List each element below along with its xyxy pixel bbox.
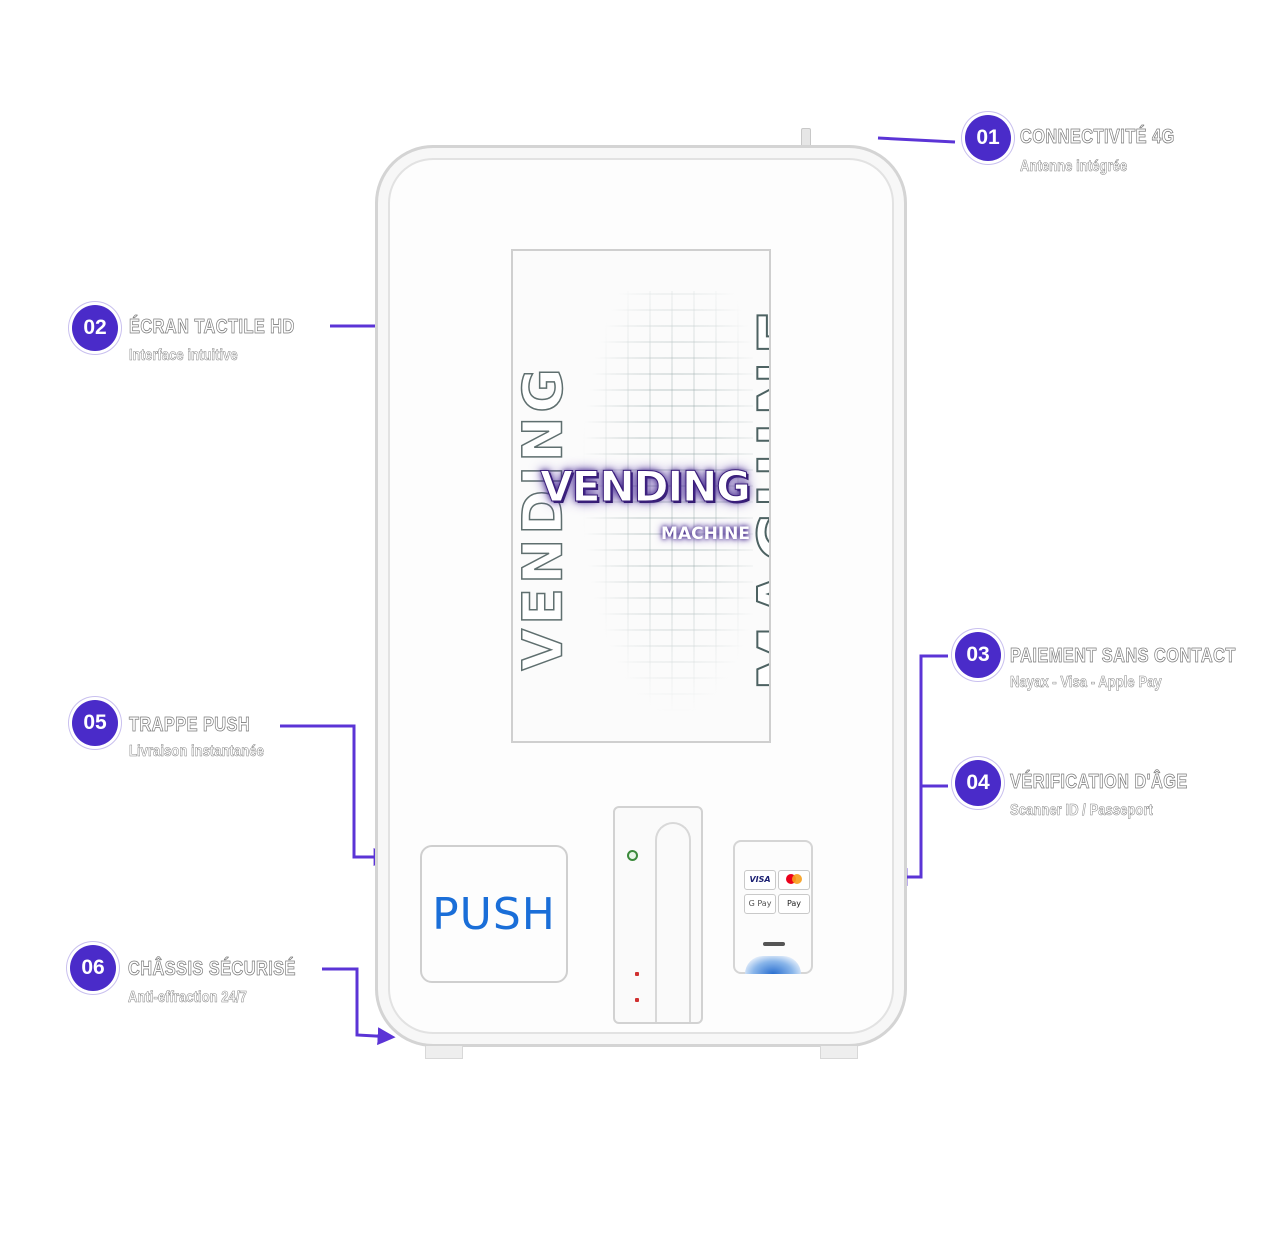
machine-foot-right bbox=[820, 1046, 858, 1059]
callout-badge-02: 02 bbox=[72, 305, 118, 351]
id-scanner-slot[interactable] bbox=[613, 806, 703, 1024]
indicator-dot bbox=[635, 998, 639, 1002]
slot-opening bbox=[655, 822, 691, 1022]
indicator-dot bbox=[635, 972, 639, 976]
callout-title-02: ÉCRAN TACTILE HD bbox=[129, 316, 295, 339]
callout-subtitle-04: Scanner ID / Passeport bbox=[1010, 802, 1153, 820]
callout-badge-04: 04 bbox=[955, 760, 1001, 806]
contactless-reader-icon bbox=[745, 956, 801, 974]
touch-screen[interactable]: VENDING MACHINE bbox=[511, 249, 771, 743]
leader-05 bbox=[280, 724, 392, 866]
callout-badge-05: 05 bbox=[72, 700, 118, 746]
status-led-icon bbox=[627, 850, 638, 861]
callout-title-03: PAIEMENT SANS CONTACT bbox=[1010, 645, 1236, 668]
screen-vertical-text-left: VENDING bbox=[511, 364, 575, 672]
callout-title-04: VÉRIFICATION D'ÂGE bbox=[1010, 771, 1188, 794]
callout-title-06: CHÂSSIS SÉCURISÉ bbox=[128, 958, 296, 981]
callout-subtitle-03: Nayax - Visa - Apple Pay bbox=[1010, 674, 1162, 692]
callout-badge-06: 06 bbox=[70, 945, 116, 991]
callout-subtitle-06: Anti-effraction 24/7 bbox=[128, 989, 247, 1007]
screen-texture bbox=[583, 291, 753, 711]
google-pay-logo-icon: G Pay bbox=[744, 894, 776, 914]
mastercard-logo-icon bbox=[778, 870, 810, 890]
callout-subtitle-02: Interface intuitive bbox=[129, 347, 238, 365]
callout-badge-03: 03 bbox=[955, 632, 1001, 678]
leader-01 bbox=[877, 136, 956, 144]
callout-subtitle-01: Antenne intégrée bbox=[1020, 158, 1128, 176]
payment-terminal[interactable]: VISA G Pay Pay bbox=[733, 840, 813, 974]
screen-logo-subtitle: MACHINE bbox=[661, 524, 750, 544]
callout-title-05: TRAPPE PUSH bbox=[129, 714, 251, 737]
apple-pay-logo-icon: Pay bbox=[778, 894, 810, 914]
callout-badge-01: 01 bbox=[965, 115, 1011, 161]
screen-logo-title: VENDING bbox=[540, 462, 751, 512]
machine-foot-left bbox=[425, 1046, 463, 1059]
visa-logo-icon: VISA bbox=[744, 870, 776, 890]
callout-title-01: CONNECTIVITÉ 4G bbox=[1020, 126, 1175, 149]
callout-subtitle-05: Livraison instantanée bbox=[129, 743, 264, 761]
card-slot bbox=[763, 942, 785, 946]
push-delivery-door[interactable]: PUSH bbox=[420, 845, 568, 983]
push-label: PUSH bbox=[432, 888, 556, 940]
